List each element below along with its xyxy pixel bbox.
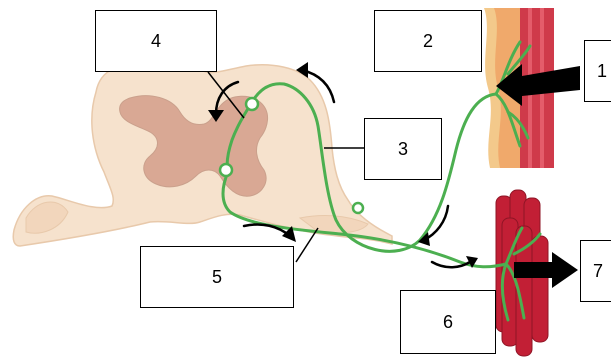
neuron-cell-bodies bbox=[218, 96, 365, 215]
sensory-neuron bbox=[250, 82, 498, 253]
skin-nerve-ending-3 bbox=[494, 92, 522, 148]
leader-lines bbox=[207, 71, 364, 263]
muscle-fiber-6 bbox=[531, 235, 549, 343]
label-box-2: 2 bbox=[374, 10, 482, 72]
label-box-4: 4 bbox=[95, 10, 217, 72]
label-box-7: 7 bbox=[580, 240, 611, 302]
arrowhead-dorsal-horn bbox=[208, 110, 224, 122]
label-box-1: 1 bbox=[584, 40, 611, 102]
arrowhead-motor bbox=[466, 256, 478, 268]
leader-line-4 bbox=[207, 71, 245, 119]
label-box-6: 6 bbox=[400, 290, 496, 354]
label-box-5: 5 bbox=[140, 246, 294, 308]
ganglion-cell-body bbox=[351, 201, 365, 215]
label-box-3: 3 bbox=[364, 118, 442, 180]
interneuron-cell-body bbox=[244, 96, 260, 112]
muscle-nerve-ending-4 bbox=[512, 232, 542, 256]
motor-neuron-cell-body bbox=[218, 162, 234, 178]
arrowhead-sensory bbox=[418, 232, 430, 246]
skin-nerve-ending-1 bbox=[494, 40, 522, 96]
arrowhead-top bbox=[296, 62, 308, 78]
muscle-nerve-ending-1 bbox=[504, 226, 524, 266]
stimulus-arrow bbox=[496, 64, 580, 106]
left-root-bulge bbox=[25, 201, 69, 234]
muscle-nerve-ending-2 bbox=[504, 262, 526, 320]
skin-nerve-ending-2 bbox=[506, 44, 532, 76]
response-arrow bbox=[514, 252, 578, 288]
muscle-nerve-ending-3 bbox=[500, 262, 510, 322]
curved-arrow-motor bbox=[430, 260, 472, 269]
direction-arrowheads bbox=[208, 62, 478, 268]
skin-nerve-ending-4 bbox=[506, 110, 530, 140]
skin-epidermis bbox=[484, 8, 501, 168]
leader-line-5 bbox=[295, 227, 319, 263]
arrowhead-ventral bbox=[282, 226, 296, 242]
